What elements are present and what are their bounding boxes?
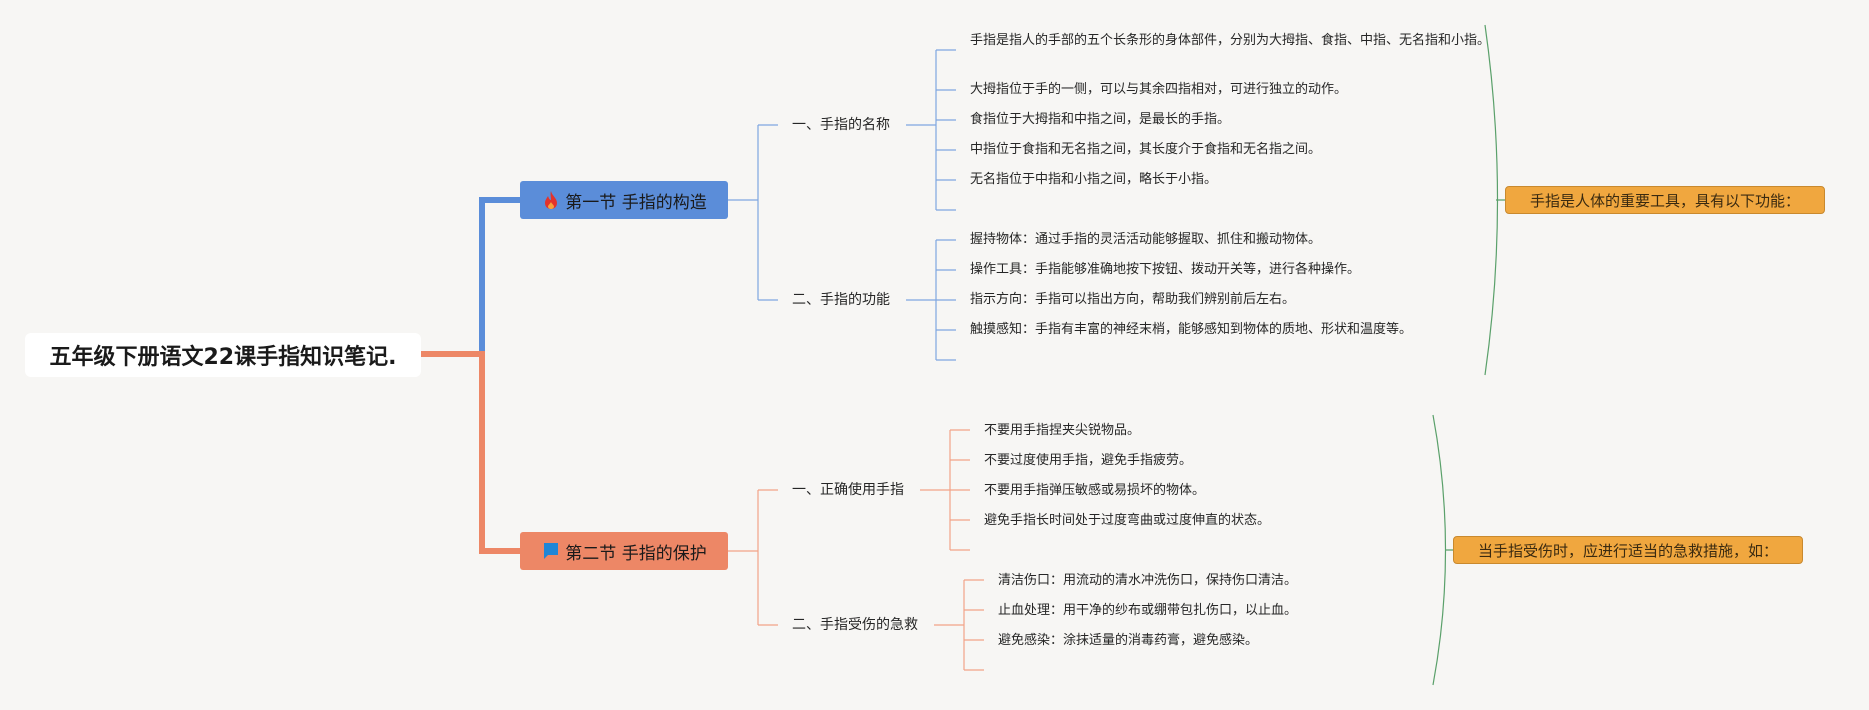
section2-node[interactable]: 第二节 手指的保护 [520, 532, 728, 570]
root-to-section2-line [421, 351, 520, 554]
leaf-item[interactable]: 中指位于食指和无名指之间，其长度介于食指和无名指之间。 [970, 142, 1322, 157]
leaf-item[interactable]: 握持物体：通过手指的灵活活动能够握取、抓住和搬动物体。 [970, 232, 1322, 247]
topic-finger-functions[interactable]: 二、手指的功能 [792, 292, 890, 308]
leaf-item[interactable]: 避免手指长时间处于过度弯曲或过度伸直的状态。 [984, 513, 1271, 528]
topic1-2-leaf-lines [906, 239, 956, 361]
root-topic[interactable]: 五年级下册语文22课手指知识笔记. [25, 333, 421, 377]
leaf-item[interactable]: 触摸感知：手指有丰富的神经末梢，能够感知到物体的质地、形状和温度等。 [970, 322, 1413, 337]
fire-icon [541, 189, 561, 211]
section1-summary[interactable]: 手指是人体的重要工具，具有以下功能： [1505, 186, 1825, 214]
section2-title: 第二节 手指的保护 [565, 543, 707, 564]
leaf-item[interactable]: 无名指位于中指和小指之间，略长于小指。 [970, 172, 1218, 187]
section1-node[interactable]: 第一节 手指的构造 [520, 181, 728, 219]
leaf-item[interactable]: 不要用手指弹压敏感或易损坏的物体。 [984, 483, 1206, 498]
leaf-item[interactable]: 食指位于大拇指和中指之间，是最长的手指。 [970, 112, 1231, 127]
flag-icon [541, 540, 561, 562]
leaf-item[interactable]: 止血处理：用干净的纱布或绷带包扎伤口，以止血。 [998, 603, 1298, 618]
topic-first-aid[interactable]: 二、手指受伤的急救 [792, 617, 918, 633]
leaf-item[interactable]: 指示方向：手指可以指出方向，帮助我们辨别前后左右。 [970, 292, 1296, 307]
topic-finger-names[interactable]: 一、手指的名称 [792, 117, 890, 133]
section2-to-topics-line [728, 489, 778, 626]
summary1-bracket [1484, 24, 1505, 376]
leaf-item[interactable]: 大拇指位于手的一侧，可以与其余四指相对，可进行独立的动作。 [970, 82, 1348, 97]
summary2-bracket [1432, 414, 1453, 686]
topic2-2-leaf-lines [934, 579, 984, 671]
leaf-item[interactable]: 避免感染：涂抹适量的消毒药膏，避免感染。 [998, 633, 1259, 648]
root-to-section1-line [421, 197, 520, 357]
leaf-item[interactable]: 不要过度使用手指，避免手指疲劳。 [984, 453, 1193, 468]
topic2-1-leaf-lines [920, 429, 970, 551]
leaf-item[interactable]: 操作工具：手指能够准确地按下按钮、拨动开关等，进行各种操作。 [970, 262, 1361, 277]
section1-title: 第一节 手指的构造 [565, 192, 707, 213]
leaf-item[interactable]: 清洁伤口：用流动的清水冲洗伤口，保持伤口清洁。 [998, 573, 1298, 588]
topic1-1-leaf-lines [906, 49, 956, 211]
section2-summary[interactable]: 当手指受伤时，应进行适当的急救措施，如： [1453, 536, 1803, 564]
leaf-item[interactable]: 不要用手指捏夹尖锐物品。 [984, 423, 1141, 438]
section1-to-topics-line [728, 124, 778, 301]
topic-correct-use[interactable]: 一、正确使用手指 [792, 482, 904, 498]
leaf-item[interactable]: 手指是指人的手部的五个长条形的身体部件，分别为大拇指、食指、中指、无名指和小指。 [970, 33, 1491, 48]
